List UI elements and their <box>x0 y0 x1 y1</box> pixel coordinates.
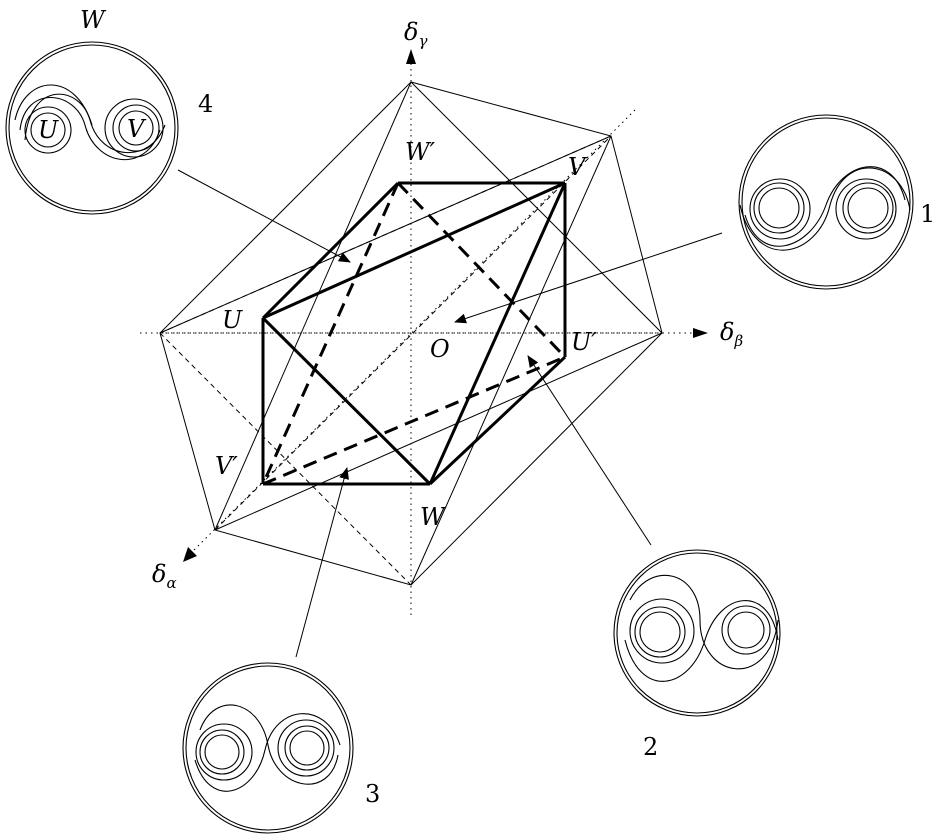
pointer-1 <box>454 232 723 324</box>
inset-1-label: 1 <box>920 200 935 228</box>
axis-label-beta-sub: β <box>733 332 743 350</box>
inset-4-right-label: V <box>127 115 147 143</box>
inset-3 <box>182 662 354 834</box>
pointer-3 <box>295 467 349 658</box>
axis-label-gamma-sub: γ <box>418 32 427 50</box>
vertex-label-v: V <box>568 153 588 181</box>
arrowhead-gamma <box>406 49 416 64</box>
inset-4-label: 4 <box>198 90 213 118</box>
pointer-2 <box>527 355 652 546</box>
axis-label-gamma-symbol: δ <box>404 18 418 46</box>
inset-4-top-label: W <box>80 6 107 34</box>
axis-label-gamma: δγ <box>404 18 427 50</box>
inset-3-label: 3 <box>365 780 380 808</box>
pointer-4 <box>177 169 351 263</box>
inner-cube-dashed <box>261 181 567 486</box>
inset-4 <box>5 41 179 215</box>
inset-4-left-label: U <box>38 116 59 144</box>
axis-label-beta: δβ <box>720 318 743 350</box>
pointer-arrows <box>177 169 723 658</box>
vertex-label-v-prime: V′ <box>215 452 238 480</box>
axis-label-alpha-sub: α <box>166 574 176 592</box>
axis-arrowheads <box>183 49 708 562</box>
axis-label-alpha-symbol: δ <box>152 560 166 588</box>
vertex-label-w: W <box>420 503 447 531</box>
axis-label-alpha: δα <box>152 560 177 592</box>
inset-2-label: 2 <box>643 733 658 761</box>
axis-label-beta-symbol: δ <box>720 318 734 346</box>
arrowhead-alpha <box>183 547 197 562</box>
origin-label: O <box>430 335 450 363</box>
inset-1 <box>738 114 914 290</box>
outer-hexagon-dashed <box>159 135 612 586</box>
vertex-label-u-prime: U′ <box>571 328 597 356</box>
inset-2 <box>613 549 781 717</box>
vertex-label-w-prime: W′ <box>405 138 436 166</box>
vertex-label-u: U <box>222 306 243 334</box>
arrowhead-beta <box>693 328 708 338</box>
